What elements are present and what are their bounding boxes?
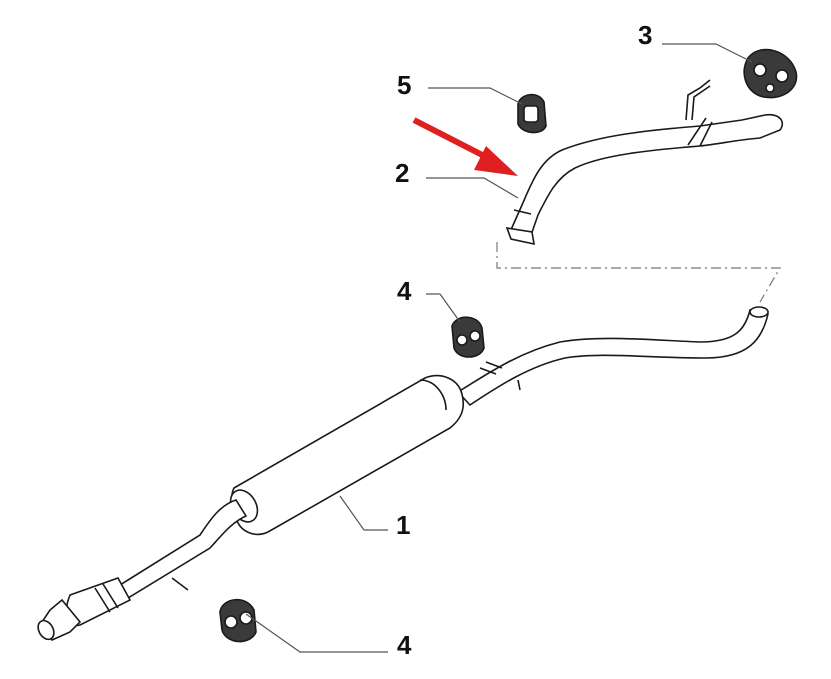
callout-1: 1 [396, 510, 411, 540]
leader-line-1 [339, 495, 388, 531]
red-arrow-indicator [412, 117, 518, 176]
hanger-three-hole-part [743, 48, 798, 99]
callout-4-lower: 4 [397, 630, 412, 660]
leader-line-5 [428, 87, 523, 105]
leader-line-3 [662, 43, 753, 63]
callout-5: 5 [397, 70, 412, 100]
connection-dash-line [496, 242, 782, 303]
callout-4-upper: 4 [397, 276, 412, 306]
rubber-mount-upper-part [451, 316, 485, 358]
leader-line-2 [426, 177, 519, 199]
leader-line-4-lower [245, 613, 388, 653]
small-mount-part [517, 93, 547, 134]
front-pipe-muffler-part [37, 306, 769, 641]
leader-line-4-upper [426, 293, 461, 323]
callout-2: 2 [395, 158, 410, 188]
rubber-mount-lower-part [219, 598, 257, 643]
tailpipe-part [505, 79, 784, 246]
callout-3: 3 [638, 20, 653, 50]
